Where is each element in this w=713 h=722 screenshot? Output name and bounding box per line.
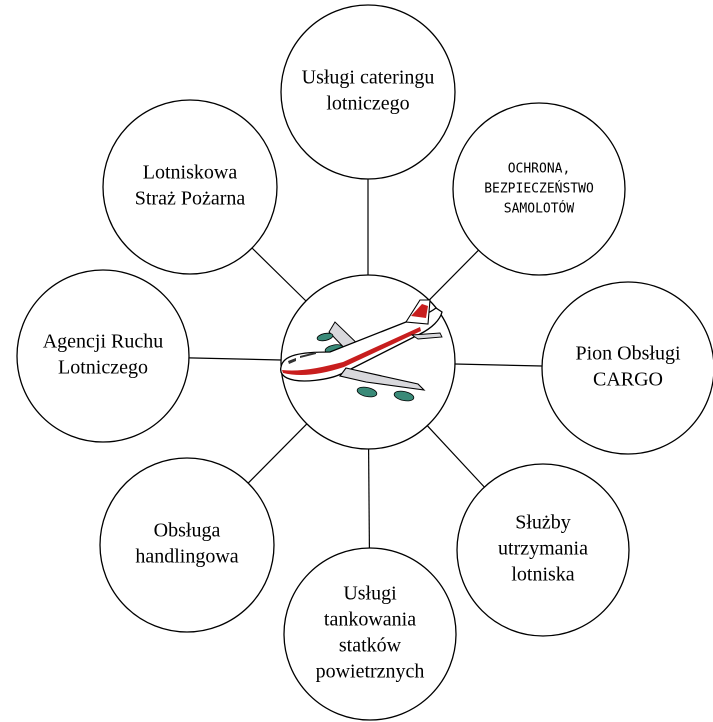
connector-sluzby — [426, 425, 485, 488]
node-label-catering-line-0: Usługi cateringu — [302, 67, 435, 89]
node-circle-sluzby — [456, 463, 630, 637]
connector-cargo — [454, 363, 543, 367]
node-label-cargo-line-0: Pion Obsługi — [575, 343, 680, 365]
node-label-agencji-line-0: Agencji Ruchu — [43, 331, 164, 353]
node-circle-agencji — [16, 269, 190, 443]
connector-agencji — [188, 357, 282, 361]
node-handling: Obsługa handlingowa — [99, 457, 275, 633]
node-label-tankowanie-line-3: powietrznych — [316, 661, 425, 683]
node-tankowanie: Usługi tankowania statków powietrznych — [283, 547, 457, 721]
node-label-agencji-line-1: Lotniczego — [58, 357, 148, 379]
connector-ochrona — [428, 249, 479, 301]
connector-handling — [247, 423, 308, 484]
node-sluzby: Służby utrzymania lotniska — [456, 463, 630, 637]
node-label-tankowanie-line-2: statków — [339, 635, 402, 657]
node-label-cargo-line-1: CARGO — [593, 369, 663, 391]
node-label-handling-line-1: handlingowa — [135, 546, 238, 568]
node-label-ochrona-line-1: BEZPIECZEŃSTWO — [484, 181, 594, 197]
node-catering: Usługi cateringu lotniczego — [280, 4, 456, 180]
node-label-tankowanie-line-1: tankowania — [324, 609, 416, 631]
node-circle-catering — [280, 4, 456, 180]
node-label-catering-line-1: lotniczego — [326, 93, 409, 115]
node-circle-straz — [102, 99, 278, 275]
node-label-sluzby-line-1: utrzymania — [498, 538, 588, 560]
node-label-straz-line-0: Lotniskowa — [143, 162, 238, 184]
node-label-sluzby-line-0: Służby — [515, 512, 571, 534]
connector-straz — [251, 247, 307, 302]
node-label-tankowanie-line-0: Usługi — [343, 583, 397, 605]
node-label-ochrona-line-2: SAMOLOTÓW — [504, 201, 575, 217]
node-label-straz-line-1: Straż Pożarna — [135, 188, 246, 210]
connector-tankowanie — [368, 448, 370, 549]
node-circle-ochrona — [452, 102, 626, 276]
node-ochrona: OCHRONA, BEZPIECZEŃSTWO SAMOLOTÓW — [452, 102, 626, 276]
node-circle-cargo — [541, 281, 713, 455]
node-circle-tankowanie — [283, 547, 457, 721]
node-label-sluzby-line-2: lotniska — [511, 564, 574, 586]
airplane-icon — [280, 299, 443, 402]
node-label-handling-line-0: Obsługa — [154, 520, 221, 542]
connectors — [188, 179, 543, 549]
node-label-ochrona-line-0: OCHRONA, — [508, 162, 571, 177]
node-circle-handling — [99, 457, 275, 633]
center-circle — [280, 274, 456, 450]
